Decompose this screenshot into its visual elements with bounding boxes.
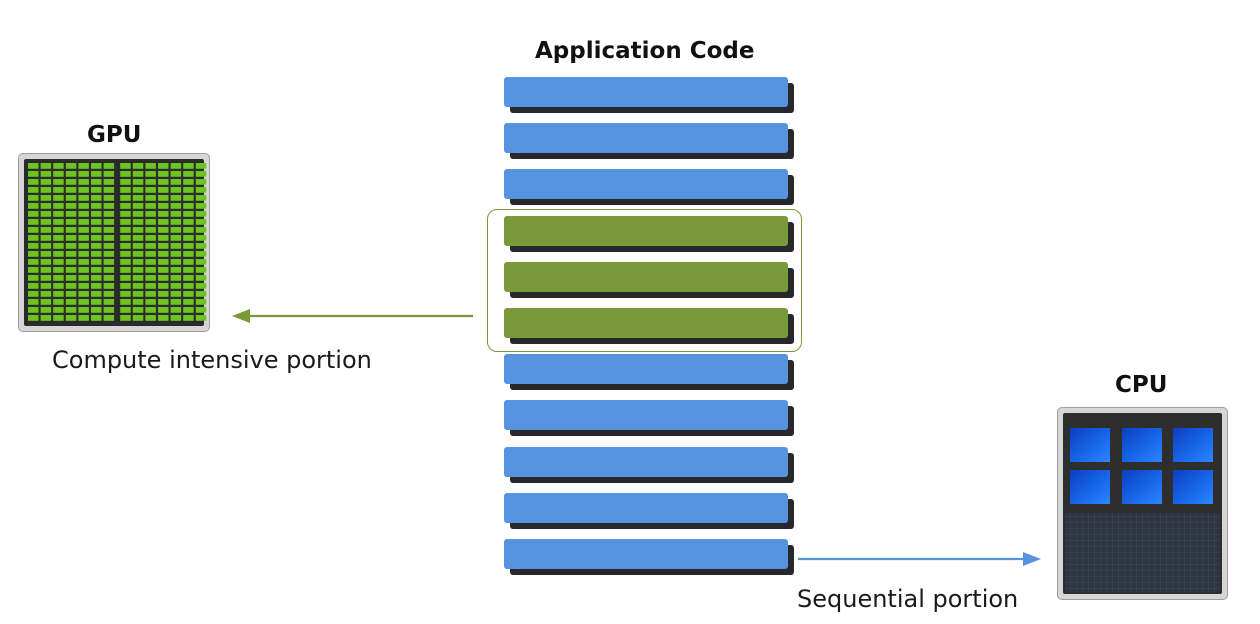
sequential-code-block: [504, 77, 794, 113]
sequential-code-block: [504, 539, 794, 575]
cpu-caption: Sequential portion: [797, 585, 1019, 613]
application-code-title: Application Code: [535, 38, 755, 64]
gpu-core-grid: [24, 159, 207, 326]
sequential-code-block: [504, 169, 794, 206]
sequential-code-block: [504, 123, 794, 160]
compute-intensive-frame: [487, 209, 802, 352]
cpu-chip-icon: [1057, 407, 1228, 600]
gpu-caption: Compute intensive portion: [52, 346, 372, 374]
compute-code-block: [504, 215, 794, 252]
gpu-label: GPU: [87, 122, 142, 148]
compute-code-block: [504, 308, 794, 344]
gpu-arrow: [232, 309, 473, 323]
sequential-code-block: [504, 400, 794, 437]
sequential-code-block: [504, 354, 794, 391]
sequential-code-block: [504, 446, 794, 483]
gpu-chip-icon: [18, 153, 210, 332]
cpu-label: CPU: [1115, 372, 1168, 398]
compute-code-block: [504, 261, 794, 298]
cpu-arrow: [798, 552, 1041, 566]
sequential-code-block: [504, 492, 794, 529]
cpu-core-array: [1063, 413, 1222, 594]
